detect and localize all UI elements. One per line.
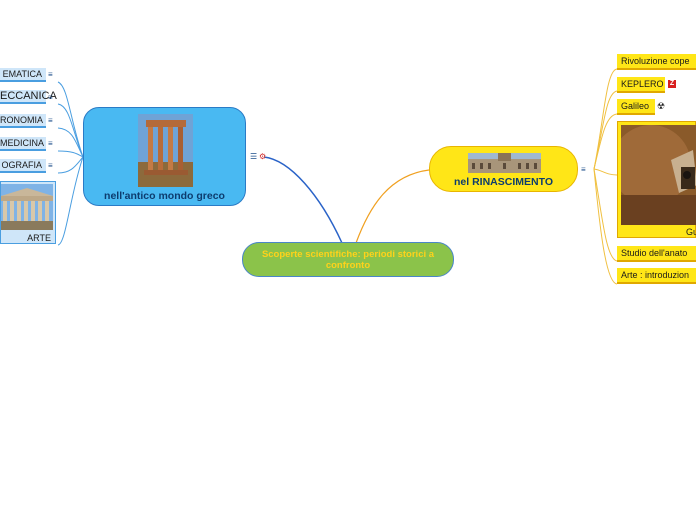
link-central-rinascimento xyxy=(355,169,430,244)
note-icon[interactable]: ☰ xyxy=(250,152,258,161)
greek-branch-meccanica[interactable]: ECCANICA xyxy=(0,90,57,104)
note-icon[interactable]: ≡ xyxy=(48,116,53,125)
greek-branch-astronomia[interactable]: RONOMIA xyxy=(0,114,46,128)
sticker-z-icon: Z xyxy=(668,80,676,88)
greek-branch-label: MEDICINA xyxy=(0,138,45,148)
link-rin-4 xyxy=(593,168,618,262)
rin-branch-galileo-image[interactable]: Gu xyxy=(617,121,696,238)
note-icon[interactable]: ≡ xyxy=(581,165,586,174)
rin-branch-rivoluzione[interactable]: Rivoluzione cope xyxy=(617,54,696,70)
greek-branch-label: OGRAFIA xyxy=(1,160,42,170)
attachment-icon[interactable]: ⚙ xyxy=(259,152,267,161)
greek-branch-arte-label: ARTE xyxy=(27,233,51,243)
link-rin-5 xyxy=(593,168,618,285)
link-greek-3 xyxy=(57,127,84,158)
greek-temple-image xyxy=(138,114,193,187)
galileo-telescope-image xyxy=(621,125,696,225)
link-greek-4 xyxy=(57,150,84,158)
greek-branch-matematica[interactable]: EMATICA xyxy=(0,68,46,82)
rin-branch-keplero[interactable]: KEPLERO xyxy=(617,77,665,93)
greek-branch-medicina[interactable]: MEDICINA xyxy=(0,137,46,151)
link-central-greek xyxy=(263,156,343,244)
sticker-radiation-icon: ☢ xyxy=(657,101,666,111)
note-icon[interactable]: ≡ xyxy=(48,161,53,170)
greek-branch-label: ECCANICA xyxy=(0,90,57,102)
rin-branch-label: Galileo xyxy=(621,101,650,111)
greek-branch-label: EMATICA xyxy=(2,69,42,79)
note-icon[interactable]: ≡ xyxy=(48,70,53,79)
galileo-image-label: Gu xyxy=(686,227,696,237)
central-topic-title: Scoperte scientifiche: periodi storici a… xyxy=(261,248,435,271)
link-greek-5 xyxy=(57,156,84,174)
link-greek-arte xyxy=(57,156,84,246)
parthenon-image xyxy=(1,184,53,230)
note-icon[interactable]: ≡ xyxy=(48,93,53,102)
rin-branch-label: Rivoluzione cope xyxy=(621,56,690,66)
link-rin-gal xyxy=(593,168,618,176)
rin-branch-label: Studio dell'anato xyxy=(621,248,688,258)
renaissance-building-image xyxy=(468,153,541,173)
rin-branch-galileo[interactable]: Galileo xyxy=(617,99,655,115)
rin-branch-label: KEPLERO xyxy=(621,79,664,89)
note-icon[interactable]: ≡ xyxy=(48,139,53,148)
greek-branch-geografia[interactable]: OGRAFIA xyxy=(0,159,46,173)
link-rin-3 xyxy=(593,113,618,170)
rin-branch-label: Arte : introduzion xyxy=(621,270,690,280)
link-rin-2 xyxy=(593,90,618,170)
link-greek-2 xyxy=(57,103,84,158)
greek-branch-label: RONOMIA xyxy=(0,115,44,125)
central-topic[interactable]: Scoperte scientifiche: periodi storici a… xyxy=(242,242,454,277)
topic-greek[interactable]: nell'antico mondo greco xyxy=(83,107,246,206)
topic-rinascimento-title: nel RINASCIMENTO xyxy=(454,176,553,188)
greek-branch-arte[interactable]: ARTE xyxy=(0,181,56,244)
rin-branch-anatomia[interactable]: Studio dell'anato xyxy=(617,246,696,262)
rin-branch-arte[interactable]: Arte : introduzion xyxy=(617,268,696,284)
topic-greek-title: nell'antico mondo greco xyxy=(104,190,225,202)
topic-rinascimento[interactable]: nel RINASCIMENTO xyxy=(429,146,578,192)
